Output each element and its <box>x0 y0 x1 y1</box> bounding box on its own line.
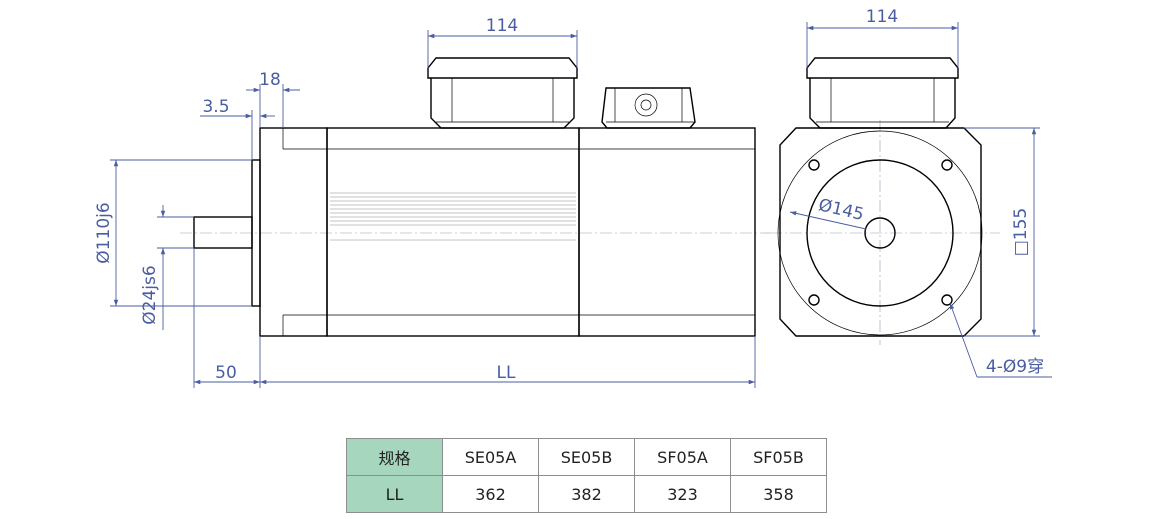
model-ll: 362 <box>442 475 539 513</box>
dim-connector-width-side: 114 <box>486 16 518 36</box>
table-header-label: 规格 <box>346 438 443 476</box>
dimension-lines <box>110 22 1052 388</box>
dim-flange-offset: 18 <box>259 70 281 90</box>
shaft-circle <box>864 217 896 249</box>
encoder-connector <box>601 87 696 129</box>
shaft <box>193 216 253 249</box>
mount-hole <box>808 159 820 171</box>
cooling-fins <box>330 192 576 241</box>
power-connector <box>427 57 578 129</box>
spec-table: 规格 SE05A SE05B SF05A SF05B LL 362 382 32… <box>346 438 827 513</box>
model-name: SF05B <box>730 438 827 476</box>
table-row: LL 362 382 323 358 <box>346 475 827 513</box>
dim-body-length: LL <box>497 363 516 383</box>
flange <box>259 127 328 337</box>
dim-shaft-step: 3.5 <box>202 97 229 117</box>
dim-pcd: Ø145 <box>817 195 866 225</box>
table-row-label: LL <box>346 475 443 513</box>
model-name: SF05A <box>634 438 731 476</box>
end-connector <box>806 57 959 129</box>
encoder-housing <box>578 127 756 337</box>
dim-spigot-diameter: Ø110j6 <box>94 202 114 263</box>
spigot-circle <box>806 159 954 307</box>
model-ll: 382 <box>538 475 635 513</box>
dim-flange-square: □155 <box>1011 208 1031 257</box>
model-name: SE05A <box>442 438 539 476</box>
dim-shaft-length: 50 <box>215 363 237 383</box>
dim-shaft-diameter: Ø24js6 <box>140 265 160 324</box>
model-ll: 358 <box>730 475 827 513</box>
dim-connector-width-end: 114 <box>866 7 898 27</box>
motor-body <box>326 127 580 337</box>
mount-hole <box>808 294 820 306</box>
model-ll: 323 <box>634 475 731 513</box>
pcd-circle <box>777 130 983 336</box>
mount-hole <box>941 294 953 306</box>
table-row: 规格 SE05A SE05B SF05A SF05B <box>346 438 827 476</box>
side-view <box>180 57 770 337</box>
model-name: SE05B <box>538 438 635 476</box>
mount-hole <box>941 159 953 171</box>
motor-drawing: 114 114 18 3.5 Ø110j6 Ø24js6 50 LL Ø145 … <box>94 7 1052 388</box>
end-view <box>770 57 1000 345</box>
dim-mount-holes: 4-Ø9穿 <box>986 357 1044 377</box>
